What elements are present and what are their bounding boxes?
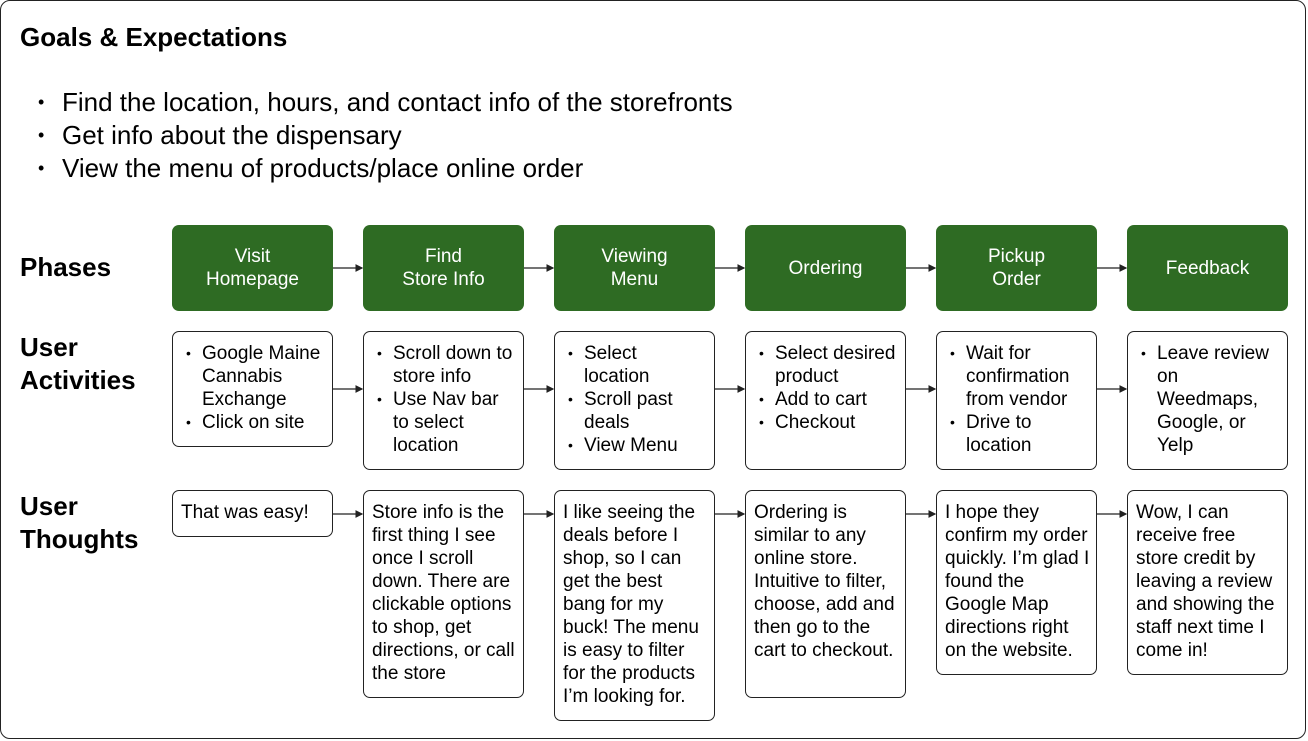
activity-item: Select desired product (754, 342, 897, 388)
activity-item: Scroll past deals (563, 388, 706, 434)
activity-item: Leave review on Weedmaps, Google, or Yel… (1136, 342, 1279, 457)
activity-item: View Menu (563, 434, 706, 457)
activity-item: Drive to location (945, 411, 1088, 457)
goal-item: View the menu of products/place online o… (38, 152, 733, 185)
phase-feedback: Feedback (1127, 225, 1288, 311)
activity-item: Select location (563, 342, 706, 388)
thought-box-pickup-order: I hope they confirm my order quickly. I’… (936, 490, 1097, 675)
activity-item: Use Nav bar to select location (372, 388, 515, 457)
thought-box-viewing-menu: I like seeing the deals before I shop, s… (554, 490, 715, 721)
activity-item: Google Maine Cannabis Exchange (181, 342, 324, 411)
phase-visit-homepage: Visit Homepage (172, 225, 333, 311)
thought-box-visit-homepage: That was easy! (172, 490, 333, 537)
phase-ordering: Ordering (745, 225, 906, 311)
thought-text: Wow, I can receive free store credit by … (1136, 502, 1275, 661)
phase-pickup-order: Pickup Order (936, 225, 1097, 311)
row-label-activities: User Activities (20, 332, 136, 395)
thought-box-feedback: Wow, I can receive free store credit by … (1127, 490, 1288, 675)
activity-box-ordering: Select desired product Add to cart Check… (745, 331, 906, 470)
thought-text: Store info is the first thing I see once… (372, 502, 515, 684)
activity-item: Click on site (181, 411, 324, 434)
row-label-thoughts: User Thoughts (20, 491, 139, 554)
activity-box-feedback: Leave review on Weedmaps, Google, or Yel… (1127, 331, 1288, 470)
goal-item: Get info about the dispensary (38, 119, 733, 152)
thought-box-ordering: Ordering is similar to any online store.… (745, 490, 906, 698)
phase-viewing-menu: Viewing Menu (554, 225, 715, 311)
phase-find-store-info: Find Store Info (363, 225, 524, 311)
goal-item: Find the location, hours, and contact in… (38, 86, 733, 119)
activity-box-pickup-order: Wait for confirmation from vendor Drive … (936, 331, 1097, 470)
activity-box-visit-homepage: Google Maine Cannabis Exchange Click on … (172, 331, 333, 447)
goals-list: Find the location, hours, and contact in… (38, 86, 733, 185)
thought-text: That was easy! (181, 502, 309, 523)
row-label-phases: Phases (20, 252, 112, 282)
activity-item: Scroll down to store info (372, 342, 515, 388)
activity-item: Checkout (754, 411, 897, 434)
activity-item: Add to cart (754, 388, 897, 411)
thought-text: I like seeing the deals before I shop, s… (563, 502, 699, 707)
thought-box-find-store-info: Store info is the first thing I see once… (363, 490, 524, 698)
thought-text: Ordering is similar to any online store.… (754, 502, 895, 661)
activity-box-find-store-info: Scroll down to store info Use Nav bar to… (363, 331, 524, 470)
activity-box-viewing-menu: Select location Scroll past deals View M… (554, 331, 715, 470)
page-title: Goals & Expectations (20, 22, 288, 52)
thought-text: I hope they confirm my order quickly. I’… (945, 502, 1090, 661)
activity-item: Wait for confirmation from vendor (945, 342, 1088, 411)
